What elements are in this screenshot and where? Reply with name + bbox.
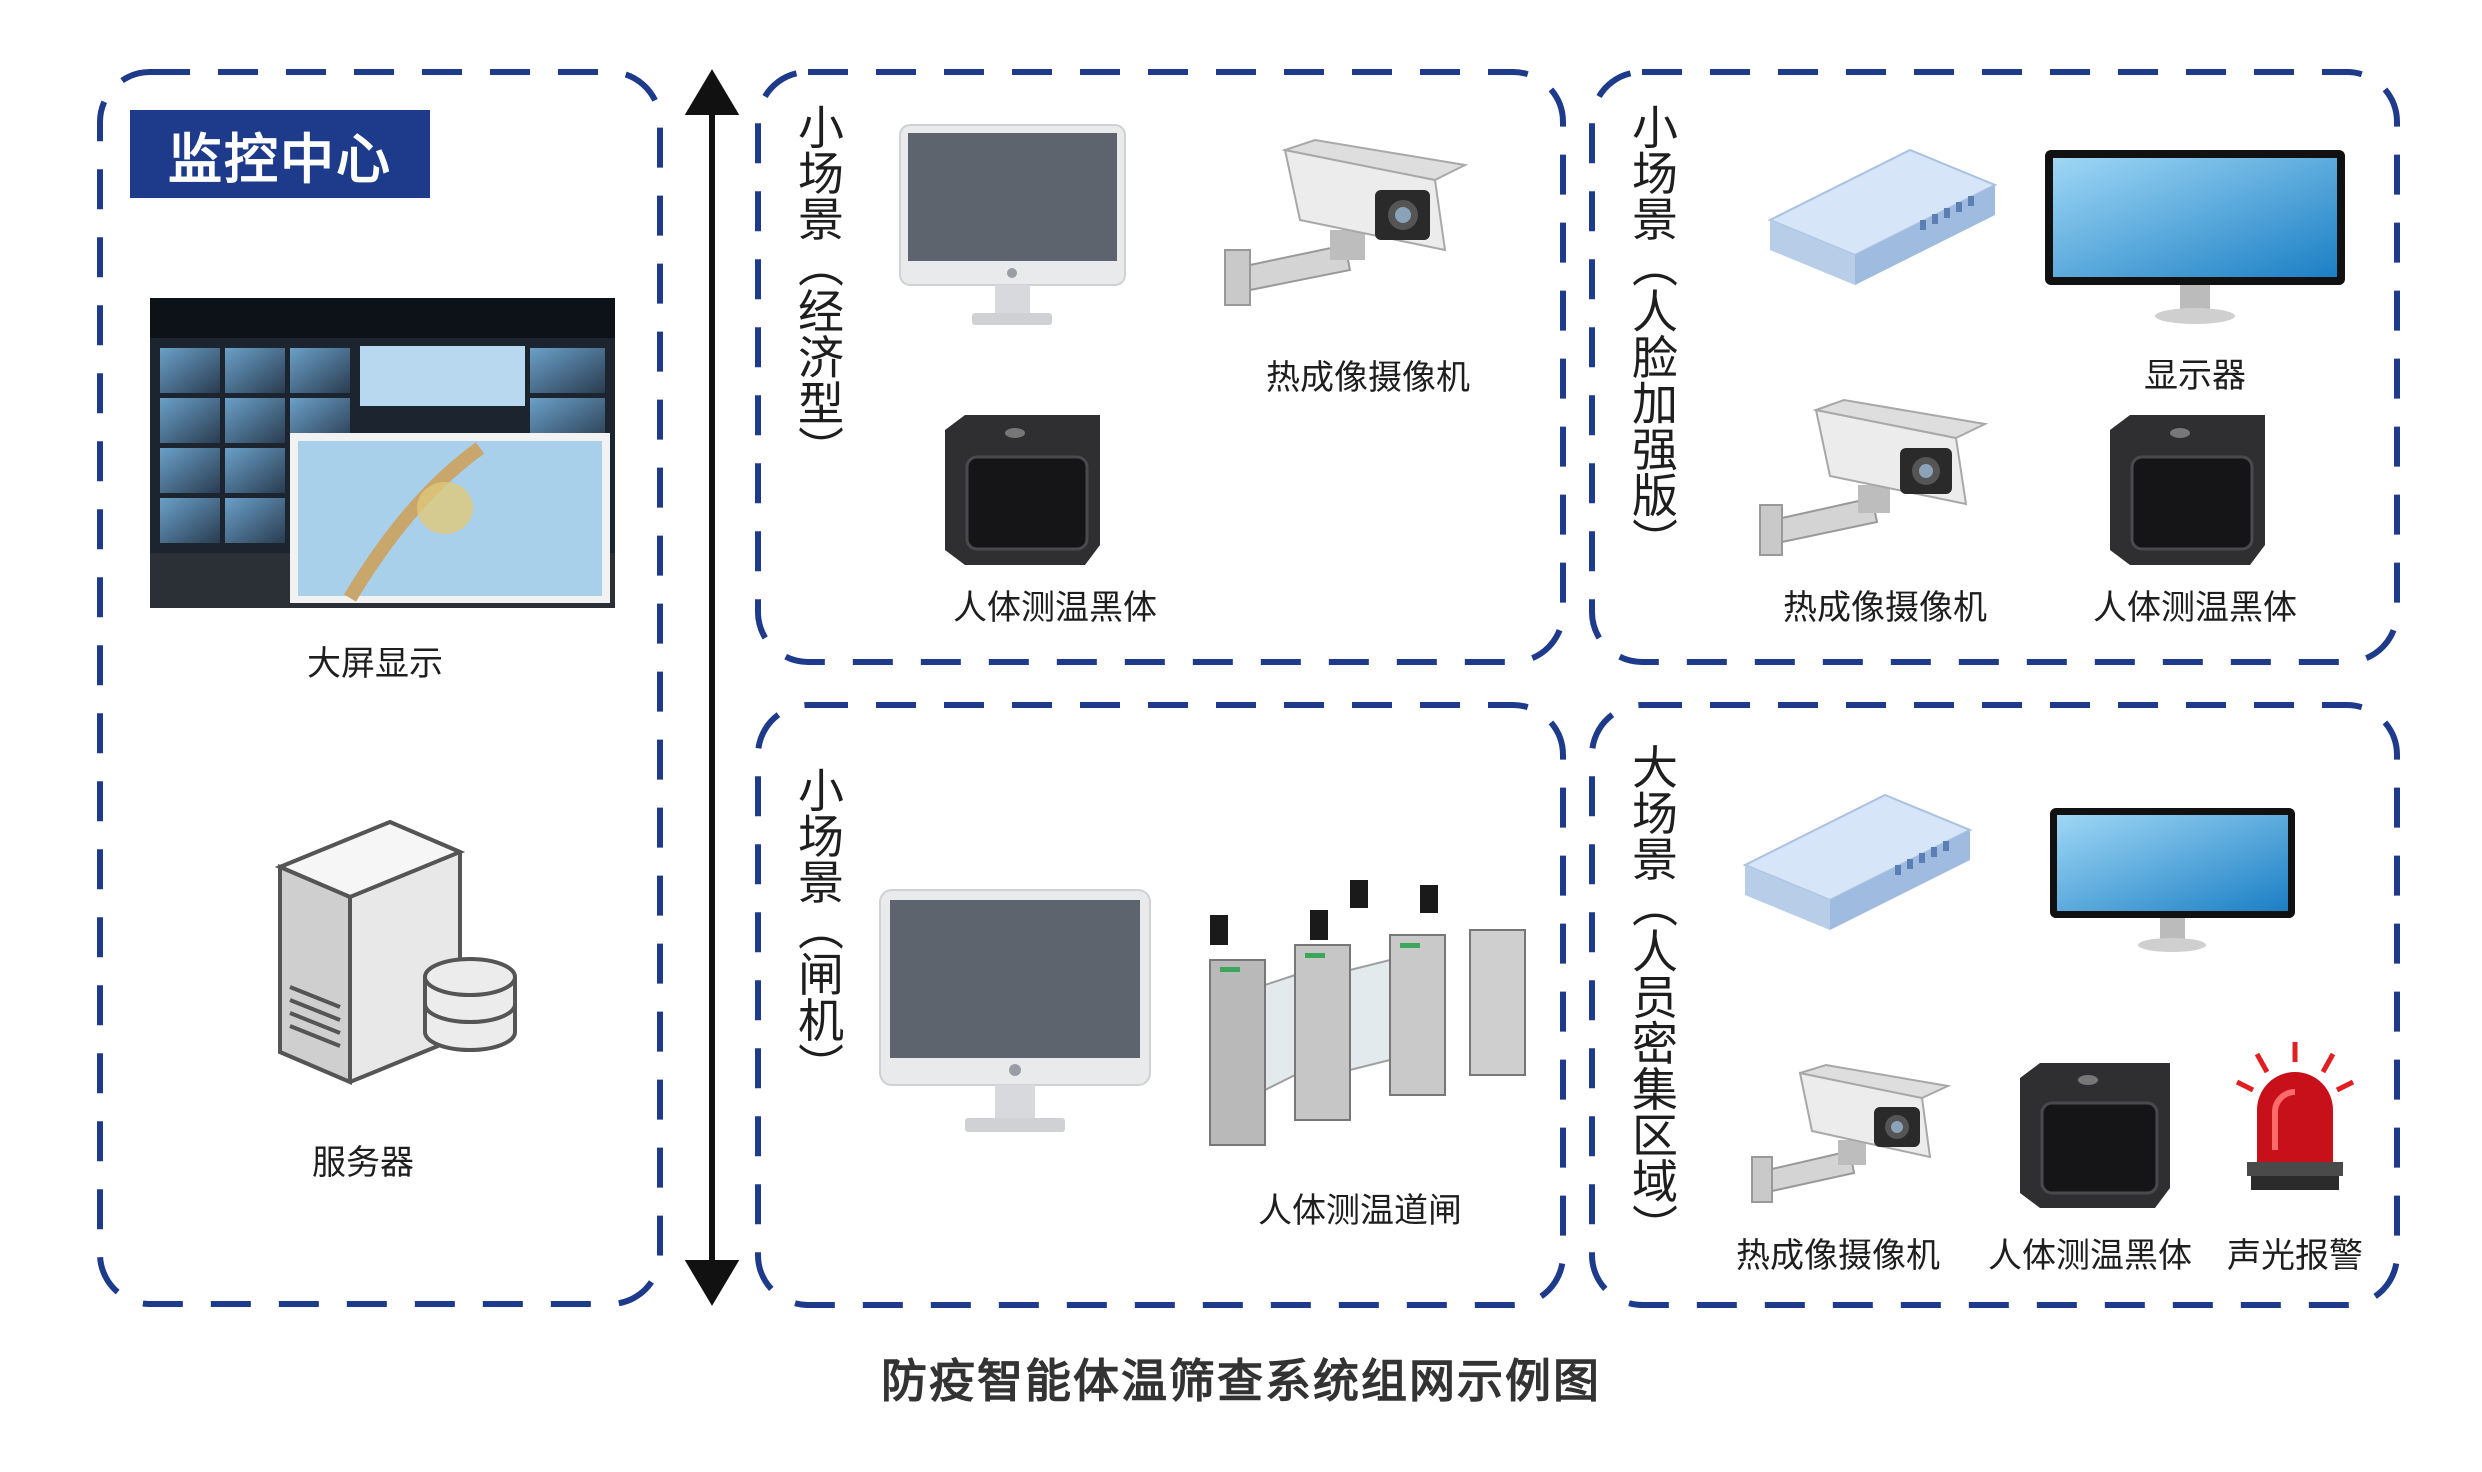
monitor-icon: [879, 889, 1151, 1132]
crowded-item-0: 热成像摄像机: [1736, 1236, 1940, 1276]
crowded-scene-border: [1589, 702, 2400, 1308]
video-wall-icon: [150, 298, 615, 608]
monitor-center-border: [97, 69, 663, 1307]
monitor-icon: [899, 124, 1126, 325]
economy-scene-title: 小场景︵经济型︶: [798, 101, 844, 477]
gate-turnstile-icon: [1209, 880, 1526, 1146]
gate-item-0: 人体测温道闸: [1258, 1191, 1462, 1231]
blackbody-icon: [945, 415, 1100, 565]
crowded-item-1: 人体测温黑体: [1988, 1236, 2192, 1276]
enhanced-scene-title: 小场景︵人脸加强版︶: [1632, 101, 1678, 569]
thermal-camera-icon: [1224, 138, 1469, 306]
display-icon: [2050, 808, 2295, 952]
switch-icon: [1767, 148, 1998, 285]
gate-scene-title: 小场景︵闸机︶: [798, 764, 844, 1094]
enhanced-item-1: 热成像摄像机: [1783, 588, 1987, 628]
economy-item-0: 热成像摄像机: [1266, 358, 1470, 398]
display-icon: [2045, 150, 2345, 324]
gate-scene-border: [755, 702, 1566, 1308]
economy-item-1: 人体测温黑体: [953, 588, 1157, 628]
enhanced-item-2: 人体测温黑体: [2093, 588, 2297, 628]
double-arrow-icon: [684, 69, 740, 1306]
blackbody-icon: [2110, 415, 2265, 565]
switch-icon: [1742, 793, 1973, 930]
crowded-scene-title: 大场景︵人员密集区域︶: [1632, 741, 1678, 1255]
alarm-light-icon: [2235, 1042, 2355, 1190]
enhanced-scene-border: [1589, 69, 2400, 665]
thermal-camera-icon: [1759, 398, 1989, 556]
blackbody-icon: [2020, 1063, 2170, 1208]
server-label: 服务器: [312, 1143, 414, 1183]
server-icon: [274, 819, 517, 1086]
monitor-center-title: 监控中心: [130, 110, 430, 198]
big-screen-label: 大屏显示: [307, 644, 443, 684]
enhanced-item-0: 显示器: [2144, 356, 2246, 396]
economy-scene-border: [755, 69, 1566, 665]
diagram-caption: 防疫智能体温筛查系统组网示例图: [881, 1354, 1601, 1408]
thermal-camera-icon: [1751, 1063, 1952, 1203]
crowded-item-2: 声光报警: [2227, 1236, 2363, 1276]
